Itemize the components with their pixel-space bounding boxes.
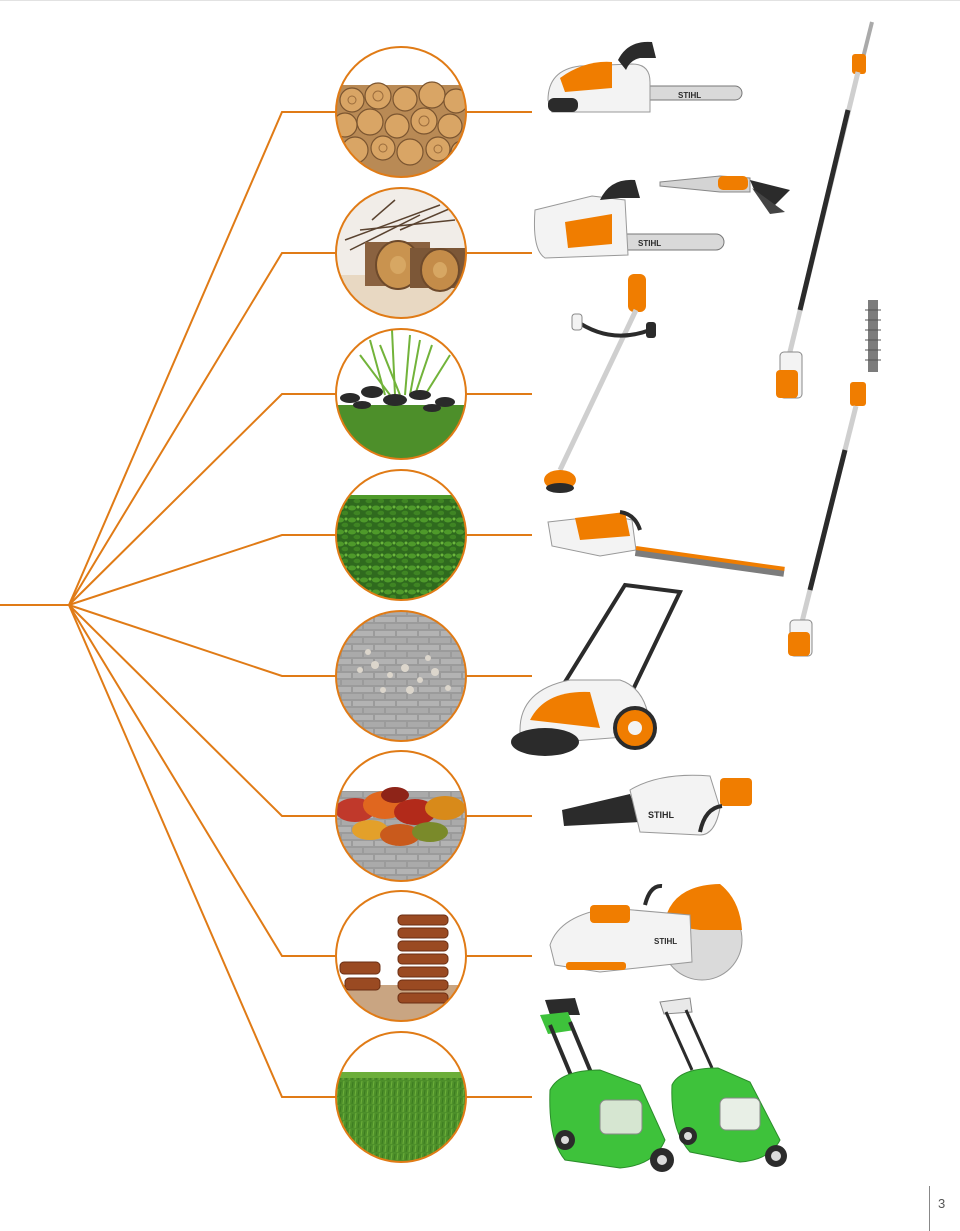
battery-lawn-mower-small [659,997,787,1167]
battery-brushcutter [544,274,656,493]
page-number-rule [929,1186,930,1231]
battery-pruner [659,175,790,214]
battery-blower: STIHL [562,774,752,836]
page-number: 3 [938,1196,946,1211]
tall-grass-icon [335,328,467,460]
firewood-icon [335,46,467,178]
logs-icon [335,187,467,319]
battery-lawn-mower [540,998,674,1172]
blower-logo: STIHL [648,810,675,820]
hedge-icon [335,469,467,601]
battery-chainsaw-top: STIHL [534,179,725,259]
chainsaw-top-logo: STIHL [638,239,661,248]
chainsaw-logo: STIHL [678,91,701,100]
tiles-icon [335,890,467,1022]
lawn-icon [335,1031,467,1163]
battery-hedge-trimmer [547,510,785,577]
connector-lines [0,111,532,1098]
pole-pruner [776,21,874,399]
paving-icon [335,610,467,742]
long-reach-hedge-trimmer [788,300,881,657]
sweeper [511,582,684,756]
battery-cut-off-saw: STIHL [549,883,743,981]
cut-off-saw-logo: STIHL [654,937,677,946]
leaves-icon [335,750,467,882]
battery-chainsaw: STIHL [547,41,743,113]
top-rule [0,0,960,1]
